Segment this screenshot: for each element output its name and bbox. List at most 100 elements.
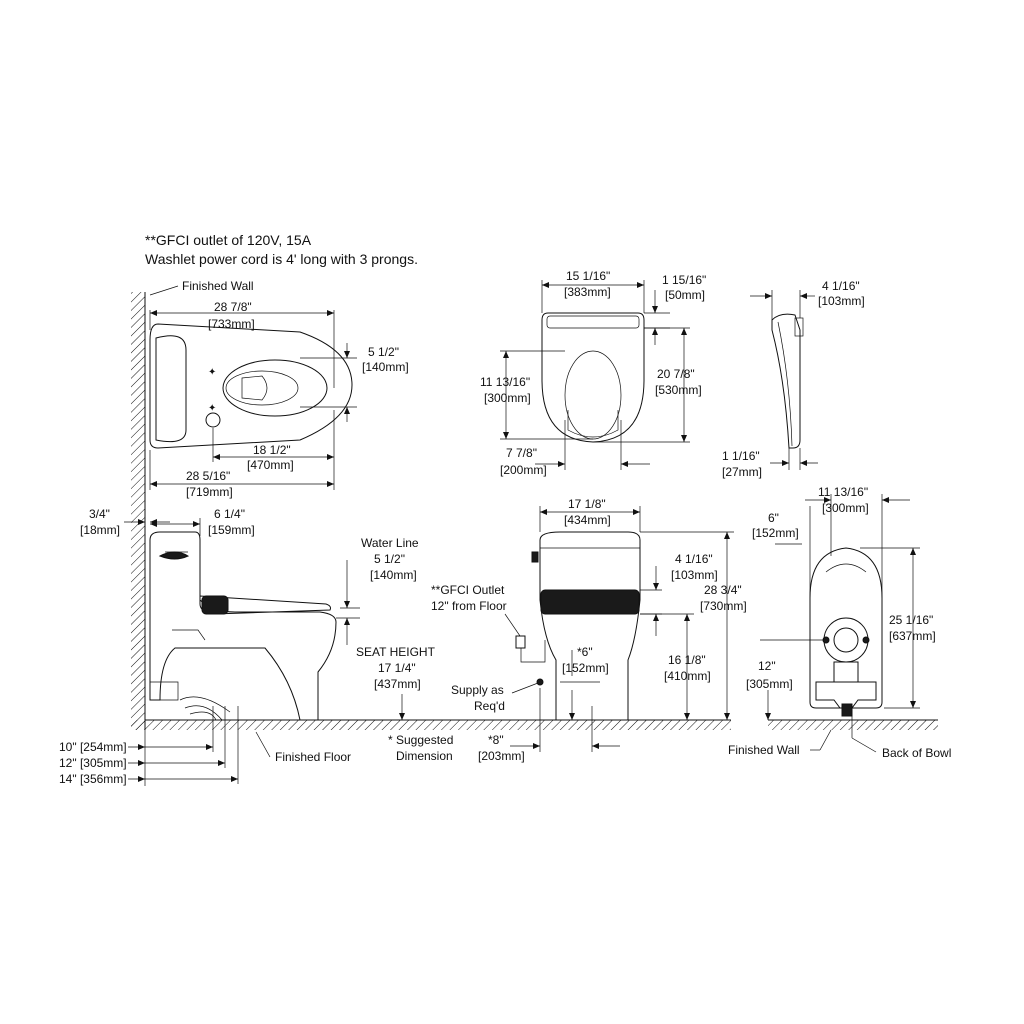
dim-opening-length-label: 11 13/16" (480, 375, 530, 389)
water-line-label: Water Line (361, 536, 419, 550)
note-power-cord: Washlet power cord is 4' long with 3 pro… (145, 251, 418, 267)
dim-front-width-label: 17 1/8" (568, 497, 606, 511)
dim-seat-length-mm: [530mm] (655, 383, 702, 397)
dim-back-height-mm: [637mm] (889, 629, 936, 643)
bolt-mark-2: ✦ (208, 403, 216, 414)
toilet-side-profile (149, 531, 337, 721)
dim-overall-length-label: 28 7/8" (214, 300, 252, 314)
dim-total-height-label: 28 3/4" (704, 583, 742, 597)
finished-floor-label: Finished Floor (275, 750, 351, 764)
dim-rim-height-mm: [410mm] (664, 669, 711, 683)
dim-bowl-width-mm: [140mm] (362, 360, 409, 374)
dim-seat-height-mm: [437mm] (374, 677, 421, 691)
back-outlet-pipe (841, 703, 853, 717)
dim-opening-width-mm: [200mm] (500, 463, 547, 477)
dim-base-length-label: 28 5/16" (186, 469, 230, 483)
rough-in-10: 10" [254mm] (59, 740, 127, 754)
dim-supply-offset-label: *6" (577, 645, 593, 659)
power-cord (520, 640, 546, 663)
dim-tank-depth-label: 6 1/4" (214, 507, 245, 521)
finished-wall-leader (149, 285, 179, 296)
bolt-mark: ✦ (208, 367, 216, 378)
seat-hinge-cover (546, 315, 640, 329)
washlet-front (540, 589, 640, 615)
bowl-inner (225, 370, 299, 406)
flush-outlet (241, 375, 268, 401)
dim-bowl-length-mm: [470mm] (247, 458, 294, 472)
seat-opening (564, 350, 622, 440)
dim-rim-height-label: 16 1/8" (668, 653, 706, 667)
dim-seat-height-label: 17 1/4" (378, 661, 416, 675)
waste-connector (150, 681, 179, 701)
dim-seat-thickness-label: 1 1/16" (722, 449, 760, 463)
floor-hatch (131, 720, 731, 730)
washlet-seat-side (199, 595, 331, 615)
dim-water-line-mm: [140mm] (370, 568, 417, 582)
dim-outlet-height-mm: [305mm] (746, 677, 793, 691)
dim-wall-gap-mm: [18mm] (80, 523, 120, 537)
dim-seat-thick-label: 4 1/16" (675, 552, 713, 566)
dim-overall-length-mm: [733mm] (208, 317, 255, 331)
gfci-outlet (515, 635, 526, 649)
seat-hinge-side (794, 317, 804, 337)
supply-hole (205, 412, 221, 428)
back-view: 11 13/16" [300mm] 6" [152mm] 25 1/16" [6… (728, 485, 951, 760)
back-connector (833, 661, 859, 683)
rough-in-12: 12" [305mm] (59, 756, 127, 770)
back-top-curve (825, 563, 867, 573)
gfci-outlet-sub: 12" from Floor (431, 599, 507, 613)
dim-seat-height-mm: [103mm] (818, 294, 865, 308)
dim-seat-thick-mm: [103mm] (671, 568, 718, 582)
top-view: Finished Wall ✦ ✦ 28 7/8" [733mm] 5 1/2"… (131, 279, 409, 730)
bowl-rim (222, 359, 328, 417)
dim-tank-depth-mm: [159mm] (208, 523, 255, 537)
back-outlet-inner (833, 627, 859, 653)
side-trap-line (172, 629, 206, 641)
front-view: 17 1/8" [434mm] **GFCI Outlet 12" from F… (388, 497, 747, 763)
supply-label: Supply as (451, 683, 504, 697)
dim-opening-width-label: 7 7/8" (506, 446, 537, 460)
tank-lid-outline (155, 335, 187, 443)
washlet-unit (201, 595, 229, 615)
back-of-bowl-label: Back of Bowl (882, 746, 951, 760)
side-view: 3/4" [18mm] 6 1/4" [159mm] Water Line 5 … (59, 507, 731, 786)
toilet-front-profile (539, 531, 641, 721)
back-finished-wall-label: Finished Wall (728, 743, 800, 757)
dim-supply-dist-mm: [203mm] (478, 749, 525, 763)
dim-total-height-mm: [730mm] (700, 599, 747, 613)
dim-seat-width-mm: [383mm] (564, 285, 611, 299)
dimension-label: Dimension (396, 749, 453, 763)
dim-back-offset-mm: [152mm] (752, 526, 799, 540)
dim-supply-dist-label: *8" (488, 733, 504, 747)
dim-back-width-label: 11 13/16" (818, 485, 868, 499)
front-handle (531, 551, 539, 563)
dim-water-line-label: 5 1/2" (374, 552, 405, 566)
dim-front-width-mm: [434mm] (564, 513, 611, 527)
seat-front-edge (567, 410, 619, 438)
seat-side-view: 4 1/16" [103mm] 1 1/16" [27mm] (722, 279, 865, 479)
dim-bowl-width-label: 5 1/2" (368, 345, 399, 359)
dim-hinge-mm: [50mm] (665, 288, 705, 302)
gfci-outlet-label: **GFCI Outlet (431, 583, 505, 597)
rough-in-14: 14" [356mm] (59, 772, 127, 786)
dim-seat-width-label: 15 1/16" (566, 269, 610, 283)
finished-wall-label: Finished Wall (182, 279, 254, 293)
dim-back-offset-label: 6" (768, 511, 779, 525)
dim-seat-length-label: 20 7/8" (657, 367, 695, 381)
seat-side-inner (777, 321, 793, 447)
dim-seat-height-label: 4 1/16" (822, 279, 860, 293)
dim-hinge-label: 1 15/16" (662, 273, 706, 287)
dim-supply-offset-mm: [152mm] (562, 661, 609, 675)
wall-hatch (131, 292, 145, 730)
seat-outline (541, 312, 645, 443)
dim-back-height-label: 25 1/16" (889, 613, 933, 627)
note-gfci: **GFCI outlet of 120V, 15A (145, 232, 312, 248)
back-floor-hatch (768, 720, 938, 730)
back-outlet-ring (823, 617, 869, 663)
seat-side-profile (771, 313, 801, 449)
dim-seat-thickness-mm: [27mm] (722, 465, 762, 479)
plan-outline (149, 323, 353, 449)
back-bolt-right (862, 636, 870, 644)
dim-bowl-length-label: 18 1/2" (253, 443, 291, 457)
